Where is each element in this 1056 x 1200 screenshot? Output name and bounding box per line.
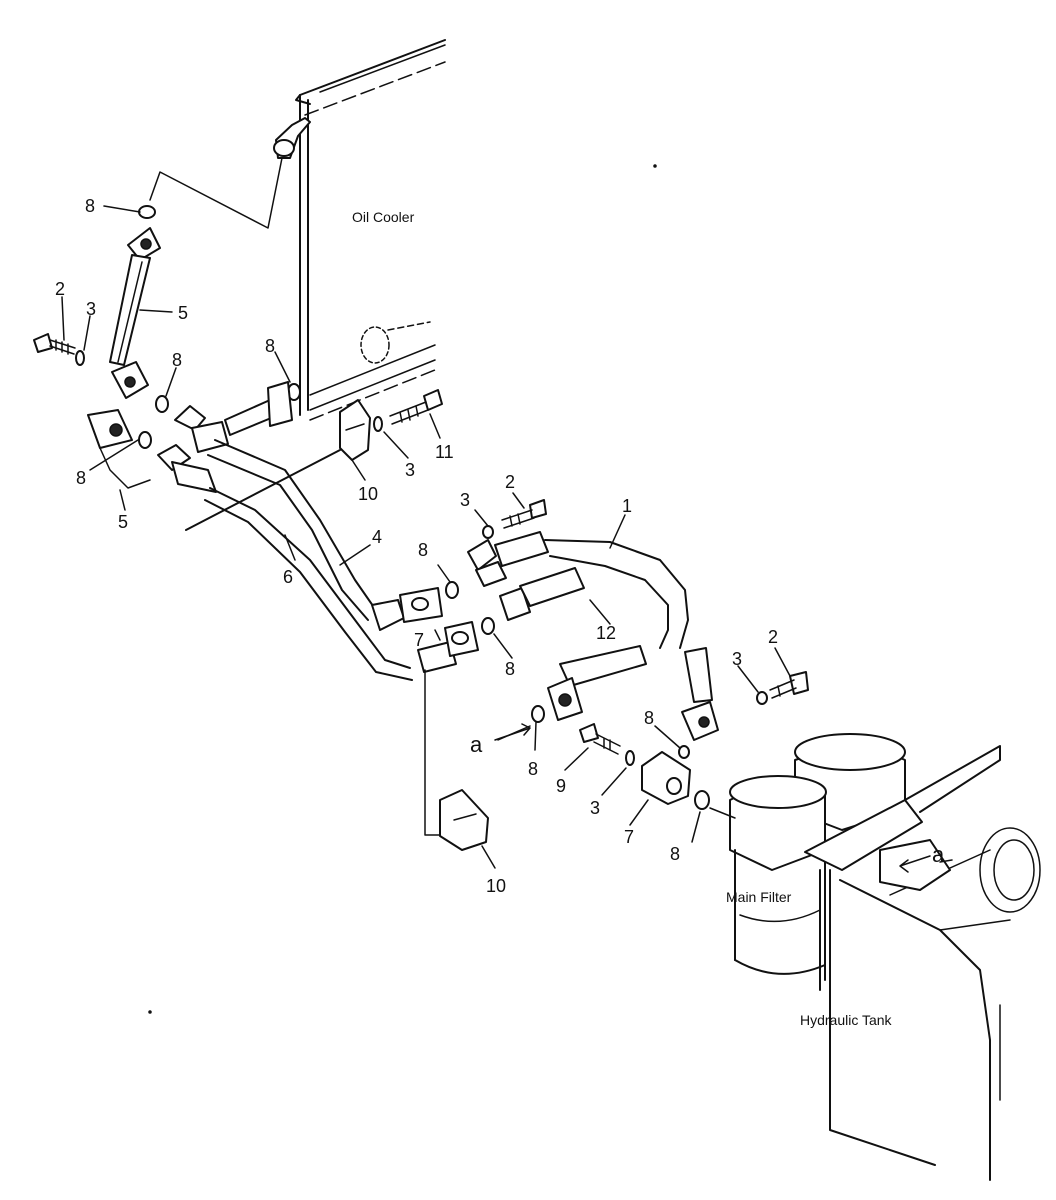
main-filter [729,733,923,991]
callout-2: 2 [768,627,778,647]
callout-3: 3 [86,299,96,319]
callout-8: 8 [528,759,538,779]
callout-9: 9 [556,776,566,796]
washer-3-block [625,750,635,766]
hose-1 [467,531,719,741]
callout-8: 8 [265,336,275,356]
o-ring-8-a [531,705,545,723]
o-ring-8-mid-lower [481,617,495,635]
callout-8: 8 [670,844,680,864]
label-hydraulic-tank: Hydraulic Tank [800,1012,893,1028]
leader-clamp-lower [424,669,441,836]
callout-1: 1 [622,496,632,516]
clamp-10-upper [339,399,371,461]
hose-5-lower [87,409,151,489]
callout-7: 7 [414,630,424,650]
callout-4: 4 [372,527,382,547]
o-ring-8-mid-upper [445,581,459,599]
scan-speck [653,164,657,168]
callout-8: 8 [418,540,428,560]
callout-12: 12 [596,623,616,643]
callout-3: 3 [732,649,742,669]
callout-8: 8 [172,350,182,370]
arrow-a-left [494,723,531,741]
oil-cooler-frame [295,39,446,421]
o-ring-8-filter [694,790,710,810]
bolt-9 [579,723,621,755]
washer-3-clamp [373,416,383,432]
callout-5: 5 [118,512,128,532]
callout-3: 3 [460,490,470,510]
o-ring-8-block [678,745,690,759]
tank-port-a [879,839,951,891]
bolt-2-left [33,333,76,355]
o-ring-8-low [138,431,152,449]
callout-2: 2 [55,279,65,299]
callout-8: 8 [644,708,654,728]
callout-11: 11 [435,442,454,462]
callout-10: 10 [486,876,506,896]
label-oil-cooler: Oil Cooler [352,209,415,225]
arrow-a-right [899,855,931,873]
filter-bracket [904,745,1001,813]
callout-3: 3 [405,460,415,480]
bolt-11 [389,389,443,425]
callout-8: 8 [76,468,86,488]
washer-3-left [75,350,85,366]
callout-8: 8 [505,659,515,679]
bolt-2-right [769,671,809,699]
label-main-filter: Main Filter [726,889,792,905]
callout-a: a [932,842,945,867]
hydraulic-tank [829,827,1041,1181]
hose-5-upper [109,227,161,399]
hose-12 [499,567,647,721]
callout-leaders [61,205,953,869]
leader-cooler-to-hose [149,157,283,229]
cooler-elbow-fitting [273,117,311,159]
clamp-10-lower [439,789,489,851]
tube-4 [174,381,443,631]
scan-speck [148,1010,152,1014]
o-ring-8-top [138,205,156,219]
callout-10: 10 [358,484,378,504]
tube-6 [157,444,479,681]
washer-3-mid [482,525,494,539]
callout-7: 7 [624,827,634,847]
washer-3-right [756,691,768,705]
callout-8: 8 [85,196,95,216]
callout-a: a [470,732,483,757]
callout-3: 3 [590,798,600,818]
o-ring-8-mid [155,395,169,413]
block-7 [641,751,691,805]
callout-5: 5 [178,303,188,323]
callout-6: 6 [283,567,293,587]
callout-2: 2 [505,472,515,492]
bolt-2-mid [501,499,547,529]
